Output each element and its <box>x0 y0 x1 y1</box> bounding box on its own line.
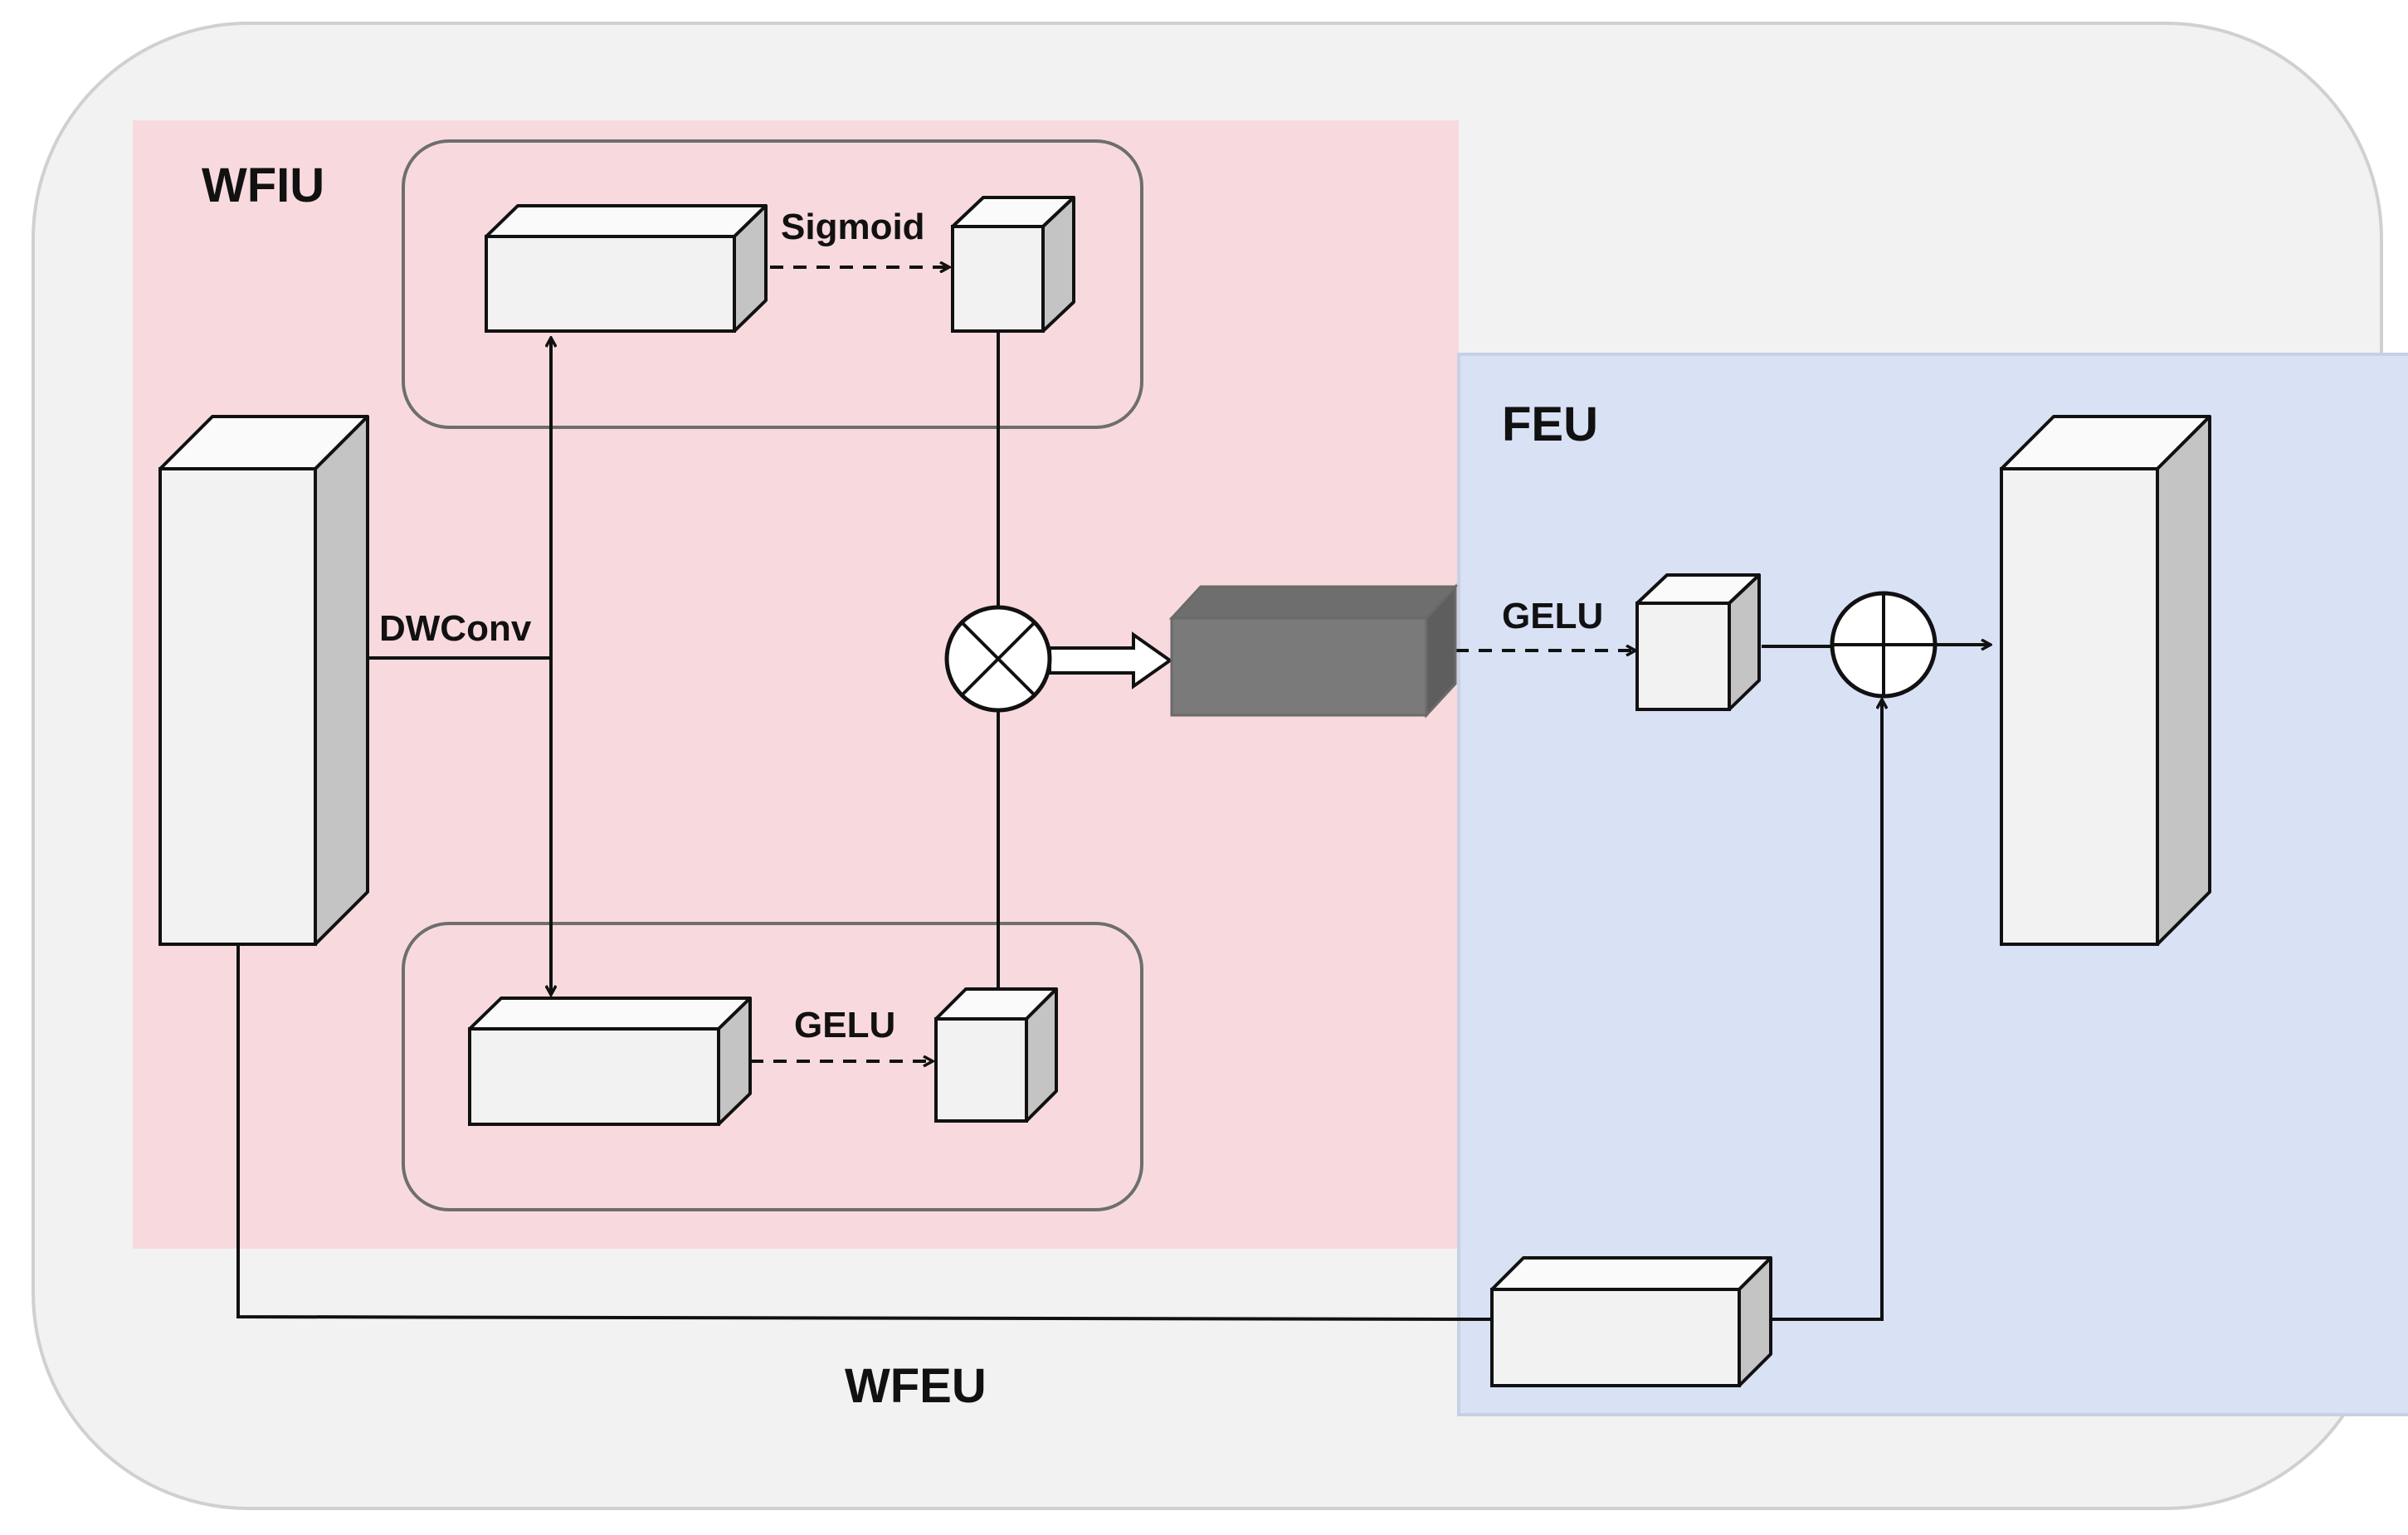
fused-feature-block <box>1168 583 1459 719</box>
feu-gelu-cube <box>1635 573 1761 711</box>
input-feature-block <box>158 415 369 946</box>
add-icon <box>1830 591 1938 699</box>
feu-label: FEU <box>1502 397 1598 451</box>
wfiu-label: WFIU <box>202 158 324 212</box>
output-feature-block <box>2000 415 2211 946</box>
feu-region <box>1457 353 2408 1416</box>
skip-feature-block <box>1490 1256 1772 1387</box>
dwconv-label: DWConv <box>379 608 532 649</box>
gelu-feature-cube <box>934 987 1058 1123</box>
gelu-lower-label: GELU <box>794 1005 895 1045</box>
wfeu-label: WFEU <box>845 1359 987 1413</box>
sigmoid-weight-cube <box>951 196 1075 333</box>
sigmoid-branch-feature-block <box>485 204 768 333</box>
gelu-branch-group <box>402 922 1143 1211</box>
sigmoid-label: Sigmoid <box>781 207 925 247</box>
gelu-branch-feature-block <box>468 997 752 1126</box>
connectors <box>236 267 1990 1321</box>
multiply-icon <box>944 605 1052 713</box>
fused-output-arrow <box>1048 631 1173 690</box>
gelu-feu-label: GELU <box>1502 596 1603 636</box>
sigmoid-branch-group <box>402 139 1143 429</box>
